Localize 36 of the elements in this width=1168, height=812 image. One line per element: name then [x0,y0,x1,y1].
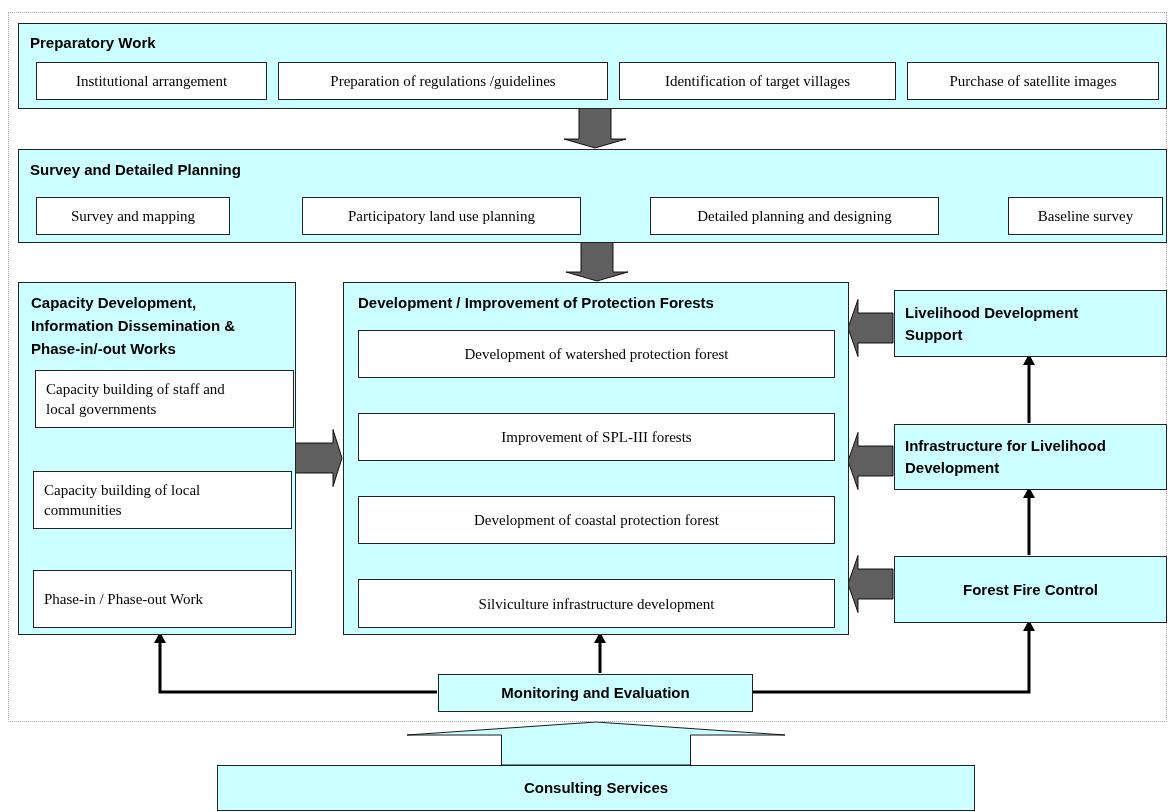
block-arrow [847,432,894,490]
task-box: Preparation of regulations /guidelines [278,62,608,100]
group-panel [18,149,1167,243]
group-panel [18,23,1167,109]
task-box: Improvement of SPL-III forests [358,413,835,461]
task-box: Development of watershed protection forest [358,330,835,378]
process-box: Forest Fire Control [894,556,1167,623]
block-arrow [847,299,894,357]
panel-title: Preparatory Work [30,33,157,53]
block-arrow [406,721,786,766]
panel-title: Capacity Development, Information Dissemination & Phase-in/-out Works [31,293,237,359]
task-box: Capacity building of staff and local governments [35,370,294,428]
task-box: Phase-in / Phase-out Work [33,570,292,628]
block-arrow [563,107,627,149]
process-box: Livelihood Development Support [894,290,1167,357]
process-box: Monitoring and Evaluation [438,674,753,712]
panel-title: Development / Improvement of Protection Forests [358,293,715,313]
block-arrow [565,241,629,282]
block-arrow [294,429,343,487]
group-panel [343,282,849,635]
block-arrow [847,555,894,613]
task-box: Purchase of satellite images [907,62,1159,100]
task-box: Identification of target villages [619,62,896,100]
task-box: Participatory land use planning [302,197,581,235]
task-box: Baseline survey [1008,197,1163,235]
process-box: Consulting Services [217,765,975,811]
task-box: Development of coastal protection forest [358,496,835,544]
dotted-frame [8,12,1167,722]
process-box: Infrastructure for Livelihood Development [894,424,1167,490]
task-box: Detailed planning and designing [650,197,939,235]
task-box: Capacity building of local communities [33,471,292,529]
group-panel [18,282,296,635]
task-box: Silviculture infrastructure development [358,579,835,628]
task-box: Survey and mapping [36,197,230,235]
task-box: Institutional arrangement [36,62,267,100]
panel-title: Survey and Detailed Planning [30,160,242,180]
